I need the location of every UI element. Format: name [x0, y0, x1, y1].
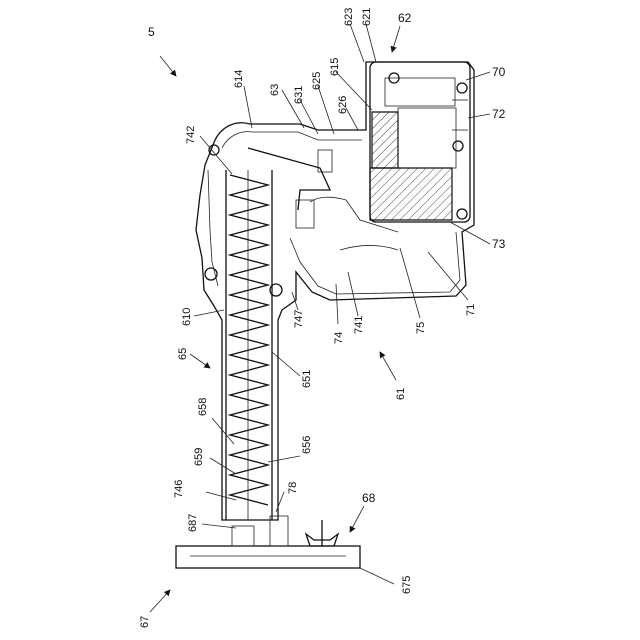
label-747: 747: [293, 310, 305, 328]
label-615: 615: [329, 58, 341, 76]
tool-housing: [196, 62, 474, 520]
spring-column: [226, 170, 272, 520]
label-741: 741: [353, 316, 365, 334]
label-659: 659: [193, 448, 205, 466]
label-5: 5: [148, 25, 155, 39]
label-65: 65: [177, 348, 189, 360]
label-651: 651: [301, 370, 313, 388]
label-68: 68: [362, 491, 376, 505]
label-742: 742: [185, 126, 197, 144]
label-73: 73: [492, 237, 506, 251]
label-658: 658: [197, 398, 209, 416]
label-623: 623: [343, 8, 355, 26]
label-656: 656: [301, 436, 313, 454]
label-614: 614: [233, 70, 245, 88]
label-687: 687: [187, 514, 199, 532]
label-625: 625: [311, 72, 323, 90]
label-61: 61: [395, 388, 407, 400]
motor-section: [370, 62, 470, 222]
label-675: 675: [401, 576, 413, 594]
label-746: 746: [173, 480, 185, 498]
label-621: 621: [361, 8, 373, 26]
label-63: 63: [269, 84, 281, 96]
label-72: 72: [492, 107, 506, 121]
label-62: 62: [398, 11, 412, 25]
label-67: 67: [139, 616, 151, 628]
label-75: 75: [415, 322, 427, 334]
label-70: 70: [492, 65, 506, 79]
label-631: 631: [293, 86, 305, 104]
leader-lines: [150, 24, 490, 612]
label-78: 78: [287, 482, 299, 494]
label-71: 71: [465, 304, 477, 316]
label-74: 74: [333, 332, 345, 344]
label-626: 626: [337, 96, 349, 114]
label-610: 610: [181, 308, 193, 326]
